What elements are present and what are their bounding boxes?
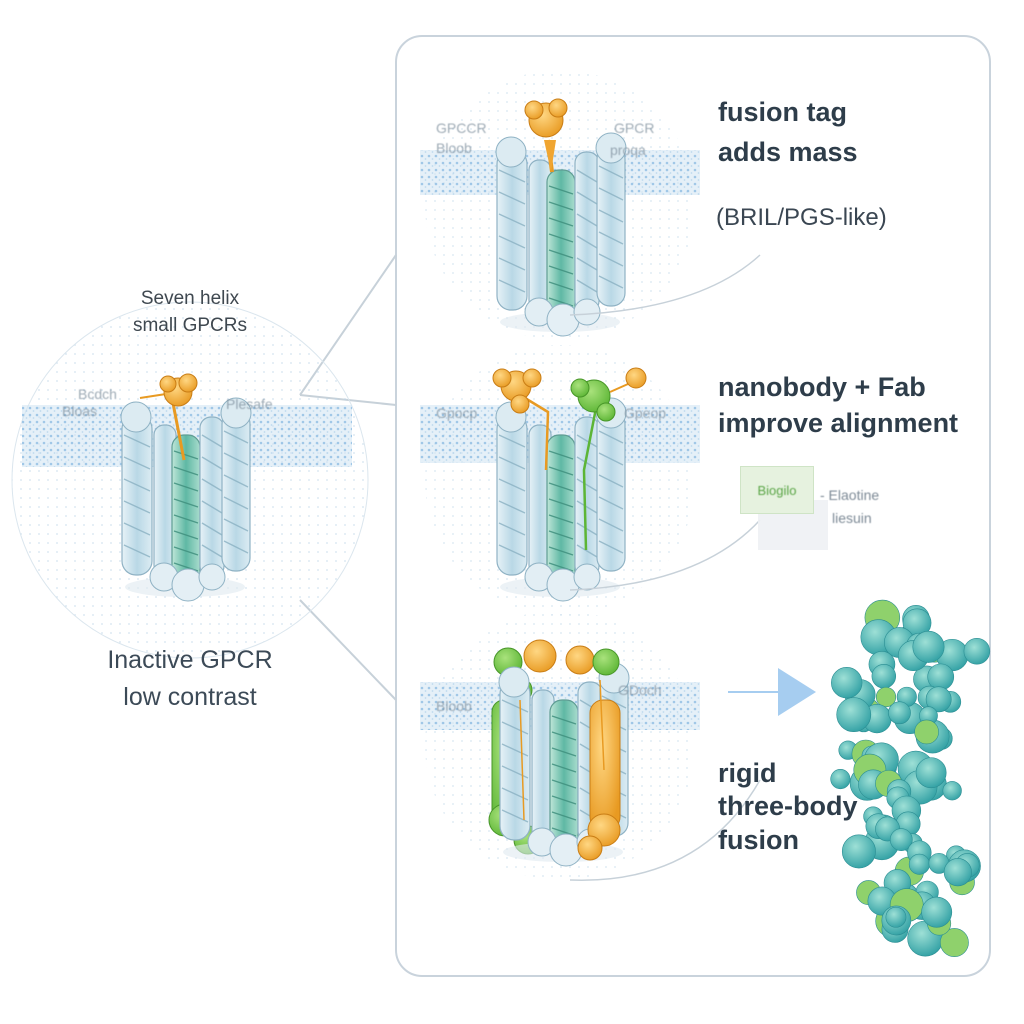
panel1-title-line2: adds mass <box>718 137 858 167</box>
complex-atom-sphere <box>963 638 991 665</box>
panel-frame <box>395 35 991 977</box>
complex-atom-sphere <box>875 686 897 708</box>
panel2-swatch-text: Biogilo <box>757 482 797 498</box>
left-gpcr-illustration <box>11 301 369 659</box>
complex-atom-sphere <box>939 928 969 957</box>
complex-atom-sphere <box>841 834 876 869</box>
panel1-blur-right-2: proqa <box>610 142 646 158</box>
panel2-blur-left: Gpocp <box>436 405 478 421</box>
panel1-blur-right-1: GPCR <box>614 120 655 136</box>
panel1-subtitle: (BRIL/PGS-like) <box>716 204 887 231</box>
complex-atom-sphere <box>908 853 930 875</box>
panel3-blur-right: GDoch <box>618 682 662 698</box>
left-caption-line1: Seven helix <box>140 288 240 309</box>
left-label-line2: low contrast <box>123 683 257 711</box>
complex-atom-sphere <box>889 828 913 851</box>
panel3-title-line3: fusion <box>718 825 799 855</box>
complex-atom-sphere <box>830 769 851 790</box>
complex-atom-sphere <box>871 663 897 689</box>
complex-atom-sphere <box>921 896 953 928</box>
panel3-title-line2: three-body <box>718 791 858 821</box>
panel2-illustration <box>420 345 828 615</box>
complex-atom-sphere <box>943 858 972 887</box>
complex-atom-sphere <box>836 697 872 733</box>
panel2-color-swatch: Biogilo <box>740 466 814 514</box>
complex-atom-sphere <box>831 667 863 699</box>
complex-atom-sphere <box>914 719 939 745</box>
left-caption-line2: small GPCRs <box>132 315 247 336</box>
panel2-swatch-label-1: - Elaotine <box>820 487 880 503</box>
left-blur-label-b: Bloas <box>62 403 98 419</box>
panel1-title-line1: fusion tag <box>718 97 847 127</box>
complex-atom-sphere <box>885 906 907 928</box>
panel2-blur-right: Gpeop <box>624 405 667 421</box>
panel3-title-line1: rigid <box>718 758 777 788</box>
left-blur-label-a: Bcdch <box>78 386 117 402</box>
complex-atom-sphere <box>888 701 911 725</box>
panel3-blur-left: Bloob <box>436 698 472 714</box>
panel1-illustration <box>420 70 761 340</box>
complex-atom-sphere <box>942 781 962 801</box>
panel1-blur-left-1: GPCCR <box>436 120 487 136</box>
panel2-swatch-label-2: liesuin <box>832 510 872 526</box>
left-blur-label-c: Plesafe <box>226 396 273 412</box>
complex-atom-sphere <box>925 686 952 713</box>
complex-atom-sphere <box>915 757 947 789</box>
panel2-title-line1: nanobody + Fab <box>718 372 926 402</box>
fusion-complex-model <box>830 599 991 957</box>
panel3-illustration <box>420 610 761 881</box>
left-label-line1: Inactive GPCR <box>107 646 273 674</box>
complex-atom-sphere <box>912 630 945 663</box>
panel1-blur-left-2: Bloob <box>436 140 472 156</box>
panel2-title-line2: improve alignment <box>718 408 959 438</box>
arrow-to-complex <box>728 668 816 716</box>
